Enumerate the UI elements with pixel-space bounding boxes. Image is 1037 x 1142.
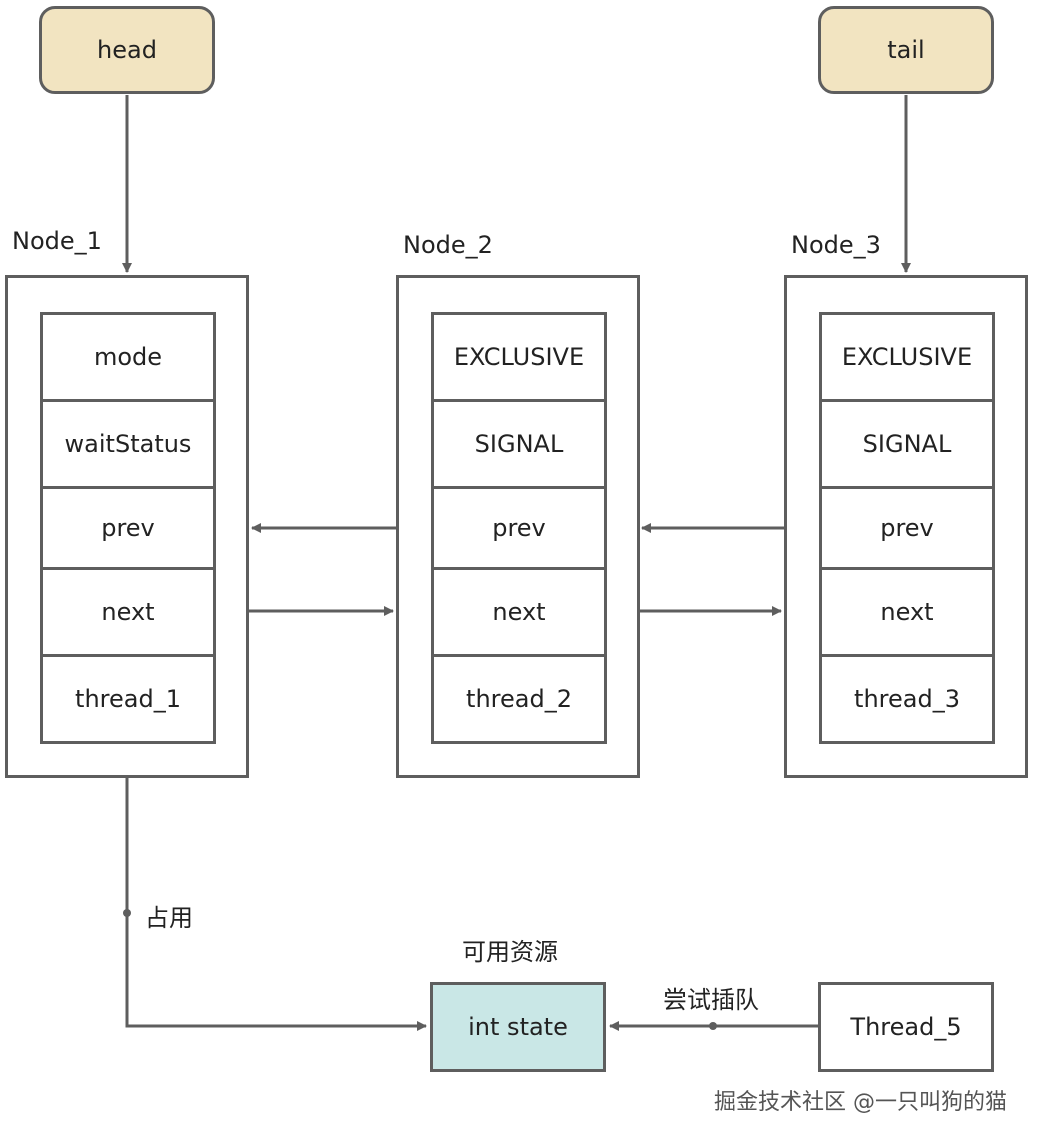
occupy-arrow — [125, 742, 427, 1031]
node-2-field-prev: prev — [431, 486, 607, 570]
node-2-field-thread: thread_2 — [431, 654, 607, 744]
int-state-box: int state — [430, 982, 606, 1072]
contend-label: 尝试插队 — [663, 986, 759, 1014]
node-3: EXCLUSIVE SIGNAL prev next thread_3 — [784, 275, 1028, 778]
node-3-title: Node_3 — [791, 231, 881, 259]
node-2: EXCLUSIVE SIGNAL prev next thread_2 — [396, 275, 640, 778]
node-1: mode waitStatus prev next thread_1 — [5, 275, 249, 778]
occupy-label: 占用 — [145, 904, 193, 932]
node-3-field-mode: EXCLUSIVE — [819, 312, 995, 402]
head-pointer: head — [39, 6, 215, 94]
contend-dot — [709, 1022, 717, 1030]
resource-caption: 可用资源 — [462, 938, 558, 966]
node-1-field-next: next — [40, 567, 216, 657]
node-2-title: Node_2 — [403, 231, 493, 259]
node-1-field-mode: mode — [40, 312, 216, 402]
node-2-field-next: next — [431, 567, 607, 657]
node-3-field-next: next — [819, 567, 995, 657]
tail-pointer: tail — [818, 6, 994, 94]
node-3-field-waitstatus: SIGNAL — [819, 399, 995, 489]
watermark: 掘金技术社区 @一只叫狗的猫 — [714, 1090, 1007, 1115]
node-1-title: Node_1 — [12, 227, 102, 255]
thread-5-box: Thread_5 — [818, 982, 994, 1072]
node-2-field-mode: EXCLUSIVE — [431, 312, 607, 402]
node-1-field-waitstatus: waitStatus — [40, 399, 216, 489]
node-3-field-prev: prev — [819, 486, 995, 570]
node-1-field-thread: thread_1 — [40, 654, 216, 744]
node-2-field-waitstatus: SIGNAL — [431, 399, 607, 489]
occupy-dot — [123, 909, 131, 917]
node-1-field-prev: prev — [40, 486, 216, 570]
node-3-field-thread: thread_3 — [819, 654, 995, 744]
